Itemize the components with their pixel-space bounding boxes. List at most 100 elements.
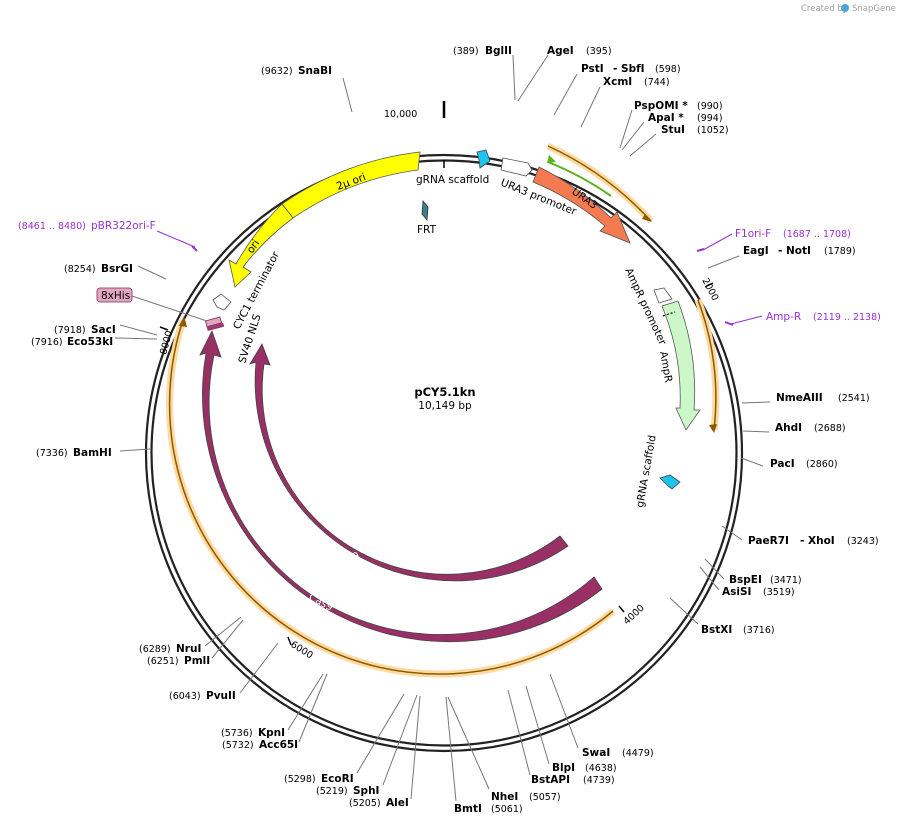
site-bsrgi-pos: (8254): [64, 264, 96, 275]
site-ecori-pos: (5298): [284, 774, 316, 785]
feature-8xhis-mark[interactable]: [204, 316, 222, 328]
primer-pbr322ori-f-leader: [156, 230, 196, 248]
feature-cas9-outer-label: Cas9: [307, 591, 336, 614]
site-bspei-name[interactable]: BspEI: [729, 574, 762, 586]
site-noti-name[interactable]: - NotI: [778, 245, 811, 257]
site-bglii-name[interactable]: BglII: [485, 45, 512, 57]
site-apai-name[interactable]: ApaI *: [648, 112, 684, 124]
site-paer7i-pos: (3243): [847, 536, 879, 547]
backbone-outer-circle: [144, 153, 744, 753]
feature-ori[interactable]: [228, 203, 294, 288]
site-bglii-pos: (389): [453, 46, 479, 57]
site-swai-pos: (4479): [622, 748, 654, 759]
orf-band-top-arrow: [642, 214, 652, 222]
site-bspei-pos: (3471): [770, 575, 802, 586]
site-stui-name[interactable]: StuI: [661, 124, 685, 136]
feature-grna-scaffold-1[interactable]: [476, 149, 491, 169]
feature-frt-label: FRT: [417, 224, 437, 236]
tick-4000: 4000: [618, 603, 647, 627]
site-pmli-pos: (6251): [147, 656, 179, 667]
feature-ampr-promoter[interactable]: [653, 287, 673, 304]
site-bstxi-pos: (3716): [743, 625, 775, 636]
site-alei-name[interactable]: AleI: [386, 797, 409, 809]
site-snabi-pos: (9632): [261, 66, 293, 77]
feature-cyc1-terminator[interactable]: [212, 293, 232, 311]
site-leaders: [114, 54, 771, 802]
feature-sv40-nls[interactable]: [206, 322, 225, 332]
feature-ampr[interactable]: [661, 300, 701, 431]
site-saci-pos: (7918): [54, 325, 86, 336]
site-bmti-name[interactable]: BmtI: [454, 803, 482, 815]
site-sbfi-name[interactable]: - SbfI: [613, 63, 645, 75]
site-ahdi-pos: (2688): [814, 423, 846, 434]
primer-amp-r-range: (2119 .. 2138): [813, 312, 881, 323]
site-psti-pos: (598): [655, 64, 681, 75]
feature-frt[interactable]: [421, 199, 429, 222]
snapgene-credit: Created by SnapGene: [801, 4, 896, 14]
site-kpni-name[interactable]: KpnI: [258, 727, 285, 739]
tick-2000: 2000: [699, 276, 720, 303]
site-swai-name[interactable]: SwaI: [582, 747, 610, 759]
site-ecori-name[interactable]: EcoRI: [321, 773, 354, 785]
site-xhoi-name[interactable]: - XhoI: [800, 535, 835, 547]
site-pvuii-name[interactable]: PvuII: [206, 690, 236, 702]
primer-f1ori-f-mark: [696, 248, 705, 252]
site-alei-pos: (5205): [349, 798, 381, 809]
site-bstxi-name[interactable]: BstXI: [701, 624, 732, 636]
brand-text: SnapGene: [852, 4, 896, 14]
site-eco53ki-name[interactable]: Eco53kI: [67, 336, 113, 348]
plasmid-size: 10,149 bp: [418, 400, 472, 412]
site-blpi-name[interactable]: BlpI: [552, 762, 575, 774]
credit-text: Created by: [801, 4, 848, 14]
site-agei-name[interactable]: AgeI: [547, 45, 574, 57]
site-sphi-name[interactable]: SphI: [353, 785, 379, 797]
feature-ura3-promoter[interactable]: [500, 157, 533, 177]
site-paer7i-name[interactable]: PaeR7I: [748, 535, 789, 547]
site-asisi-name[interactable]: AsiSI: [722, 586, 751, 598]
site-paci-pos: (2860): [806, 459, 838, 470]
site-xcmi-pos: (744): [644, 77, 670, 88]
site-labels: (9632) SnaBI (389) BglII AgeI (395) PstI…: [31, 45, 879, 815]
site-bamhi-name[interactable]: BamHI: [73, 447, 112, 459]
site-bstapi-pos: (4739): [583, 775, 615, 786]
site-psti-name[interactable]: PstI: [581, 63, 604, 75]
orf-band-top: [547, 145, 652, 222]
site-nmeaiii-pos: (2541): [838, 393, 870, 404]
primer-f1ori-f-range: (1687 .. 1708): [783, 229, 851, 240]
orf-bands: [166, 142, 720, 678]
site-eagi-pos: (1789): [824, 246, 856, 257]
site-ahdi-name[interactable]: AhdI: [775, 422, 802, 434]
primer-labels: (8461 .. 8480) pBR322ori-F F1ori-F (1687…: [18, 220, 881, 323]
site-bstapi-name[interactable]: BstAPI: [531, 774, 570, 786]
features: 2µ ori ori URA3 promoter URA3 gRNA scaff…: [96, 149, 701, 643]
site-kpni-pos: (5736): [221, 728, 253, 739]
feature-ampr-label: AmpR: [657, 350, 674, 383]
site-saci-name[interactable]: SacI: [91, 324, 116, 336]
orf-band-right-arrow: [709, 424, 717, 433]
site-nrui-name[interactable]: NruI: [176, 643, 201, 655]
tick-10000-label: 10,000: [384, 109, 417, 120]
feature-cas9-inner-label: Cas9: [333, 550, 362, 572]
site-paci-name[interactable]: PacI: [770, 458, 795, 470]
site-nmeaiii-name[interactable]: NmeAIII: [776, 392, 823, 404]
feature-cas9-outer[interactable]: [199, 329, 603, 643]
site-acc65i-name[interactable]: Acc65I: [259, 739, 298, 751]
site-pspomi-pos: (990): [697, 101, 723, 112]
site-snabi-name[interactable]: SnaBI: [298, 65, 332, 77]
site-nhei-name[interactable]: NheI: [491, 791, 518, 803]
primer-f1ori-f-leader: [702, 233, 733, 251]
inner-orf-green: [547, 161, 612, 197]
site-pspomi-name[interactable]: PspOMI *: [634, 100, 688, 112]
feature-grna-scaffold-1-label: gRNA scaffold: [416, 174, 489, 186]
site-apai-pos: (994): [697, 113, 723, 124]
site-pmli-name[interactable]: PmlI: [184, 655, 210, 667]
site-bsrgi-name[interactable]: BsrGI: [101, 263, 133, 275]
feature-grna-scaffold-2[interactable]: [659, 474, 681, 490]
site-xcmi-name[interactable]: XcmI: [603, 76, 632, 88]
feature-ura3[interactable]: [532, 166, 631, 244]
site-acc65i-pos: (5732): [222, 740, 254, 751]
site-eagi-name[interactable]: EagI: [743, 245, 769, 257]
primer-amp-r-mark: [724, 321, 734, 326]
feature-cas9-inner[interactable]: [249, 343, 569, 582]
